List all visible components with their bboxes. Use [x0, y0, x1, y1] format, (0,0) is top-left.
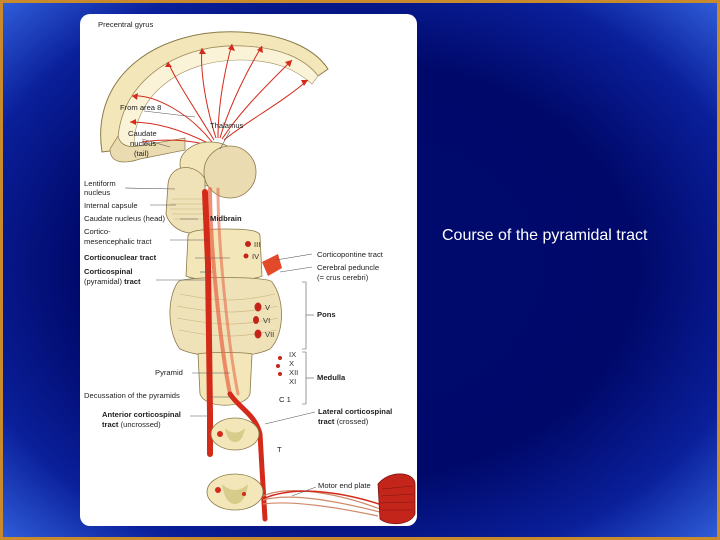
label-corticospinal-1: Corticospinal: [84, 267, 133, 276]
midbrain: [185, 228, 263, 281]
label-anterior-2b: (uncrossed): [121, 420, 162, 429]
leader-lines: [124, 110, 317, 497]
lentiform-nucleus: [165, 167, 206, 234]
nerve-ix: IX: [289, 350, 296, 359]
label-corticopontine: Corticopontine tract: [317, 250, 384, 259]
nerve-v: V: [265, 303, 271, 312]
cortex-inner-arc: [117, 45, 319, 151]
label-corticomes-1: Cortico-: [84, 227, 111, 236]
label-lentiform-2: nucleus: [84, 188, 110, 197]
label-caudate-head: Caudate nucleus (head): [84, 214, 166, 223]
motor-nerve-red: [264, 490, 386, 507]
label-pons: Pons: [317, 310, 336, 319]
label-lateral-2: tract (crossed): [318, 417, 369, 426]
nerve-iv: IV: [252, 252, 260, 261]
label-caudate-tail-3: (tail): [134, 149, 149, 158]
label-anterior-1: Anterior corticospinal: [102, 410, 181, 419]
nerve-vii: VII: [265, 330, 274, 339]
label-corticospinal-2: (pyramidal) tract: [84, 277, 141, 286]
cst-dot-upper: [217, 431, 223, 437]
nerve-xi: XI: [289, 377, 296, 386]
nerve-x: X: [289, 359, 294, 368]
fiber-arrowheads: [130, 44, 308, 125]
label-caudate-tail-1: Caudate: [128, 129, 157, 138]
nerve-vi: VI: [263, 316, 270, 325]
slide-caption: Course of the pyramidal tract: [442, 227, 648, 244]
caudate-tail: [109, 135, 186, 163]
label-corticospinal-2b: tract: [124, 277, 141, 286]
label-medulla: Medulla: [317, 373, 346, 382]
label-lateral-2b: (crossed): [337, 417, 369, 426]
motor-nerve: [262, 490, 381, 517]
muscle: [377, 473, 416, 525]
label-thalamus: Thalamus: [210, 121, 244, 130]
nerve-nuclei: [243, 241, 282, 376]
nerve-iii: III: [254, 240, 260, 249]
corticopontine-patch: [262, 254, 282, 276]
label-lateral-2a: tract: [318, 417, 337, 426]
diagram-panel: Precentral gyrus From area 8 Thalamus Ca…: [80, 14, 417, 526]
label-lateral-1: Lateral corticospinal: [318, 407, 392, 416]
label-caudate-tail-2: nucleus: [130, 139, 156, 148]
gray-matter-lower: [222, 484, 248, 504]
label-anterior-2: tract (uncrossed): [102, 420, 161, 429]
label-midbrain: Midbrain: [210, 214, 242, 223]
nerve-xii: XII: [289, 368, 298, 377]
label-corticomes-2: mesencephalic tract: [84, 237, 152, 246]
gray-matter-upper: [225, 428, 245, 442]
anterior-horn-dot: [242, 492, 246, 496]
label-c1: C 1: [279, 395, 291, 404]
label-from-area-8: From area 8: [120, 103, 161, 112]
label-pyramid: Pyramid: [155, 368, 183, 377]
label-corticonuclear: Corticonuclear tract: [84, 253, 157, 262]
label-t: T: [277, 445, 282, 454]
thalamus-right: [203, 145, 257, 199]
label-cerebral-peduncle-1: Cerebral peduncle: [317, 263, 379, 272]
pyramidal-tract-diagram: Precentral gyrus From area 8 Thalamus Ca…: [84, 20, 416, 525]
label-internal-capsule: Internal capsule: [84, 201, 138, 210]
label-lentiform-1: Lentiform: [84, 179, 116, 188]
region-brackets: [302, 281, 314, 405]
label-corticospinal-2a: (pyramidal): [84, 277, 124, 286]
label-anterior-2a: tract: [102, 420, 121, 429]
label-precentral-gyrus: Precentral gyrus: [98, 20, 153, 29]
cst-dot-lower: [215, 487, 221, 493]
label-cerebral-peduncle-2: (= crus cerebri): [317, 273, 369, 282]
label-decussation: Decussation of the pyramids: [84, 391, 180, 400]
descending-tracts: [202, 187, 268, 522]
label-motor-end-plate: Motor end plate: [318, 481, 371, 490]
